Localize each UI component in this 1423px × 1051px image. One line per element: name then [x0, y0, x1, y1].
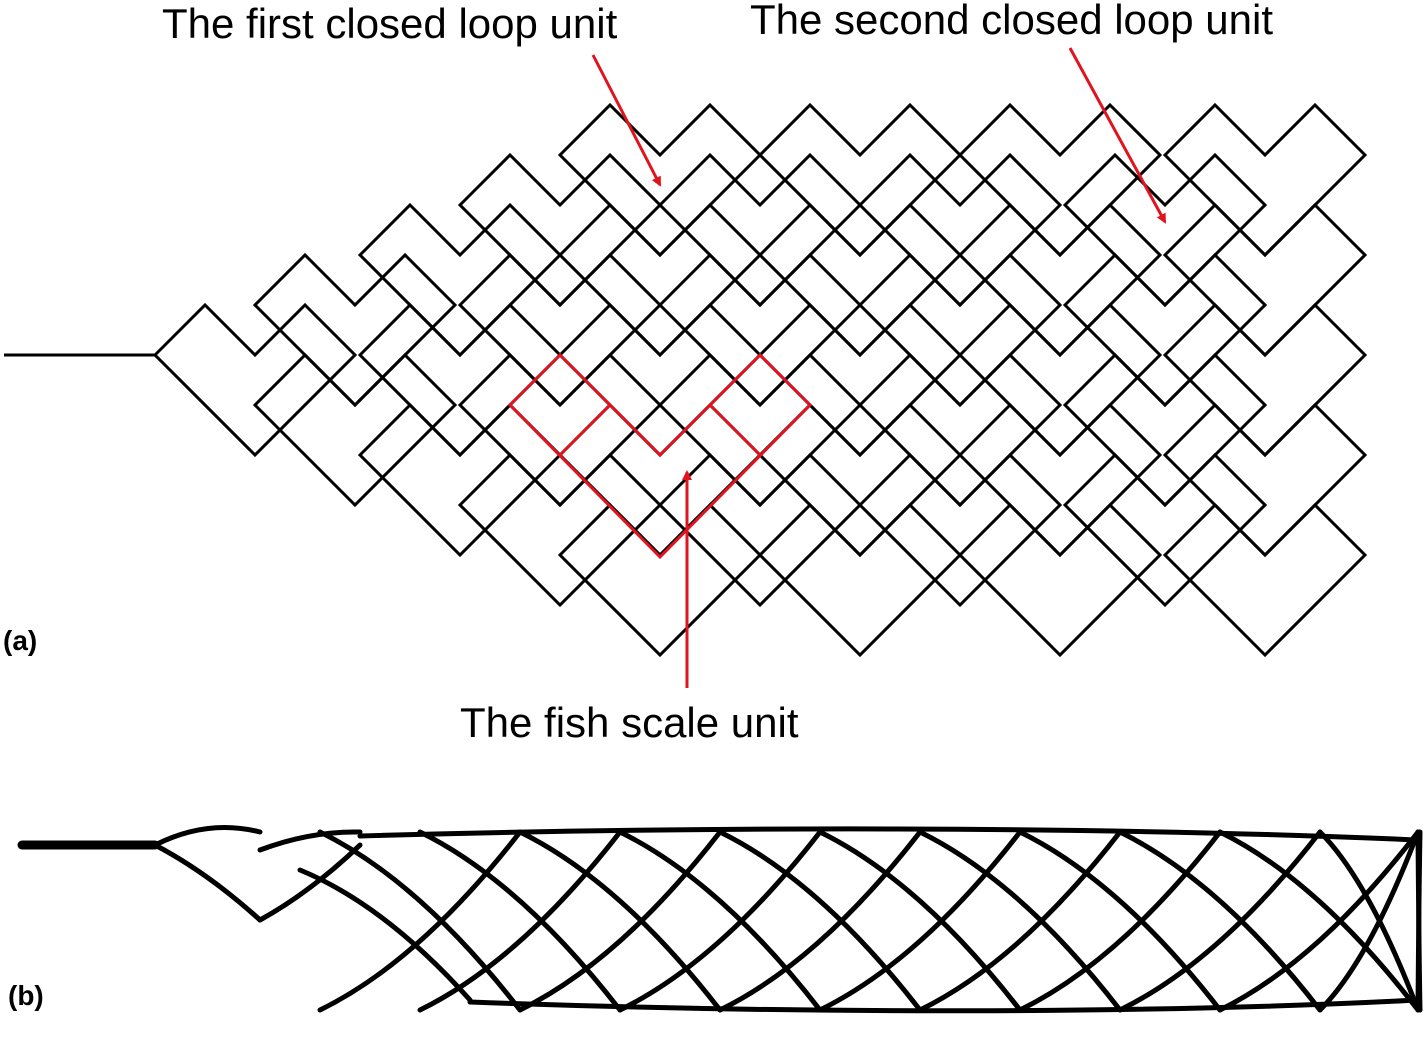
closed-loop-unit	[1062, 352, 1268, 508]
first-loop-label: The first closed loop unit	[162, 0, 618, 47]
fish-scale-label: The fish scale unit	[460, 699, 799, 746]
closed-loop-unit	[457, 352, 663, 508]
closed-loop-unit	[1162, 102, 1368, 258]
mesh-strut	[417, 829, 623, 1013]
closed-loop-unit	[1162, 302, 1368, 458]
panel-label-a: (a)	[3, 625, 37, 656]
tubular-braided-stent	[17, 824, 1423, 1014]
mesh-strut	[1317, 829, 1421, 1013]
closed-loop-grid	[152, 102, 1368, 658]
panel-label-b: (b)	[8, 980, 44, 1011]
closed-loop-unit	[957, 302, 1163, 458]
closed-loop-unit	[657, 452, 863, 608]
tube-top-edge	[357, 826, 1421, 843]
closed-loop-unit	[757, 102, 963, 258]
closed-loop-unit	[357, 302, 563, 458]
closed-loop-unit	[457, 252, 663, 408]
closed-loop-unit	[1062, 452, 1268, 608]
closed-loop-unit	[657, 152, 863, 308]
mesh-strut	[1415, 829, 1423, 1013]
mesh-strut	[257, 829, 363, 853]
closed-loop-unit	[857, 452, 1063, 608]
mesh-strut	[917, 829, 1123, 1013]
second-loop-arrow	[1068, 47, 1167, 224]
mesh-strut	[517, 829, 723, 1013]
closed-loop-unit	[1162, 402, 1368, 558]
annotation-arrows	[591, 47, 1167, 688]
closed-loop-unit	[252, 352, 458, 508]
mesh-strut	[152, 824, 263, 848]
mesh-strut	[317, 829, 523, 1013]
closed-loop-unit	[757, 502, 963, 658]
closed-loop-unit	[757, 302, 963, 458]
closed-loop-unit	[457, 152, 663, 308]
closed-loop-unit	[857, 152, 1063, 308]
closed-loop-unit	[252, 252, 458, 408]
closed-loop-unit	[957, 202, 1163, 358]
closed-loop-unit	[1062, 152, 1268, 308]
closed-loop-unit	[757, 402, 963, 558]
tube-bottom-edge	[467, 997, 1421, 1014]
mesh-strut	[517, 829, 723, 1013]
mesh-strut	[1117, 829, 1323, 1013]
closed-loop-unit	[457, 452, 663, 608]
closed-loop-unit	[757, 202, 963, 358]
mesh-strut	[717, 829, 923, 1013]
mesh-strut	[1217, 829, 1421, 1013]
mesh-strut	[617, 829, 823, 1013]
closed-loop-unit	[1162, 202, 1368, 358]
closed-loop-unit	[957, 102, 1163, 258]
closed-loop-unit	[152, 302, 358, 458]
mesh-strut	[257, 842, 363, 923]
second-loop-label: The second closed loop unit	[750, 0, 1273, 43]
mesh-strut	[152, 842, 263, 923]
closed-loop-unit	[557, 302, 763, 458]
mesh-strut	[817, 829, 1023, 1013]
closed-loop-unit	[557, 202, 763, 358]
closed-loop-unit	[557, 502, 763, 658]
tube-mesh	[152, 824, 1423, 1014]
closed-loop-unit	[1062, 252, 1268, 408]
mesh-strut	[1217, 829, 1421, 1013]
mesh-strut	[917, 829, 1123, 1013]
closed-loop-unit	[557, 402, 763, 558]
mesh-strut	[1017, 829, 1223, 1013]
closed-loop-unit	[957, 402, 1163, 558]
closed-loop-unit	[1162, 502, 1368, 658]
closed-loop-unit	[557, 102, 763, 258]
mesh-strut	[417, 829, 623, 1013]
mesh-strut	[297, 867, 473, 1003]
mesh-strut	[717, 829, 923, 1013]
mesh-strut	[617, 829, 823, 1013]
mesh-strut	[817, 829, 1023, 1013]
mesh-strut	[1017, 829, 1223, 1013]
closed-loop-unit	[357, 402, 563, 558]
mesh-strut	[1117, 829, 1323, 1013]
closed-loop-unit	[657, 252, 863, 408]
mesh-strut	[1317, 829, 1421, 1013]
mesh-strut	[317, 829, 523, 1013]
closed-loop-unit	[957, 502, 1163, 658]
closed-loop-unit	[357, 202, 563, 358]
fish-scale-unit-outline	[507, 352, 813, 560]
first-loop-arrow	[591, 54, 662, 187]
closed-loop-unit	[857, 252, 1063, 408]
planar-unrolled-pattern	[4, 102, 1368, 658]
closed-loop-unit	[857, 352, 1063, 508]
closed-loop-unit	[657, 352, 863, 508]
